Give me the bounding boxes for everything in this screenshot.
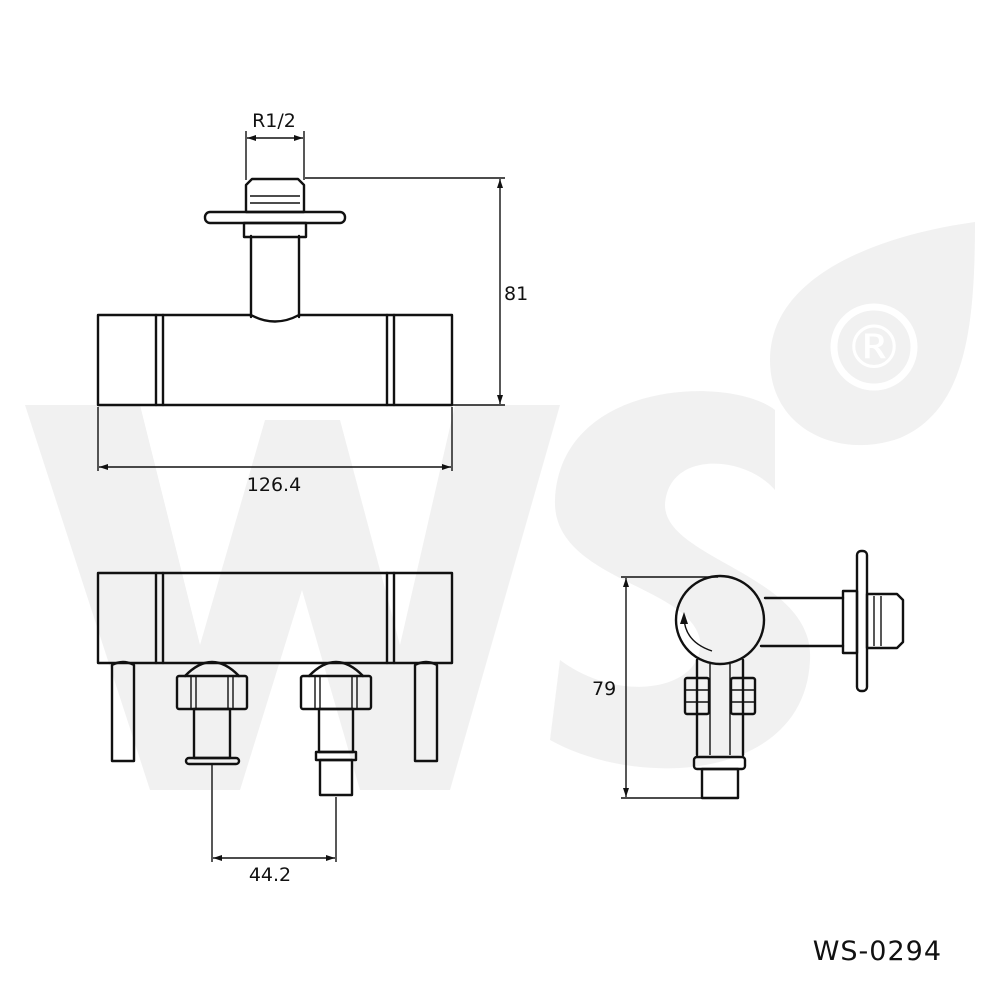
watermark-s-letter — [550, 391, 811, 769]
dim-thread-label: R1/2 — [252, 110, 296, 132]
front-view-pipe-body — [96, 571, 454, 665]
dim-height-top-label: 81 — [504, 283, 528, 305]
top-view: R1/2 81 126.4 — [96, 110, 528, 496]
top-view-pipe-body — [96, 313, 454, 407]
dim-width: 126.4 — [97, 407, 453, 496]
dim-width-label: 126.4 — [247, 474, 301, 496]
watermark: ® — [25, 222, 975, 790]
side-view-collar — [841, 589, 859, 655]
dim-height-side: 79 — [592, 576, 718, 799]
front-view-left-outlet — [175, 660, 249, 766]
dim-spacing-label: 44.2 — [249, 864, 291, 886]
product-code: WS-0294 — [813, 936, 942, 967]
registered-mark-symbol: ® — [844, 313, 904, 383]
registered-mark: ® — [830, 303, 918, 391]
side-view-left-nut — [683, 676, 711, 716]
front-view-right-leg — [413, 660, 439, 763]
top-view-hex-nut — [244, 177, 306, 214]
watermark-w-letter — [25, 405, 560, 790]
side-view-hex-nut — [865, 592, 905, 650]
watermark-leaf-shape — [770, 222, 975, 446]
side-view-wall-flange — [855, 549, 869, 693]
front-view: 44.2 — [96, 571, 454, 886]
dim-thread: R1/2 — [245, 110, 305, 180]
top-view-wall-flange — [203, 210, 347, 225]
front-view-right-outlet — [299, 660, 373, 797]
dim-height-top: 81 — [305, 177, 528, 406]
top-view-stem-collar — [242, 221, 308, 239]
dim-spacing: 44.2 — [211, 765, 337, 886]
front-view-left-leg — [110, 660, 136, 763]
side-view-outlet-tip — [700, 767, 740, 800]
dim-height-side-label: 79 — [592, 678, 616, 700]
side-view: 79 — [592, 549, 905, 800]
side-view-right-nut — [729, 676, 757, 716]
side-view-body — [674, 574, 766, 666]
